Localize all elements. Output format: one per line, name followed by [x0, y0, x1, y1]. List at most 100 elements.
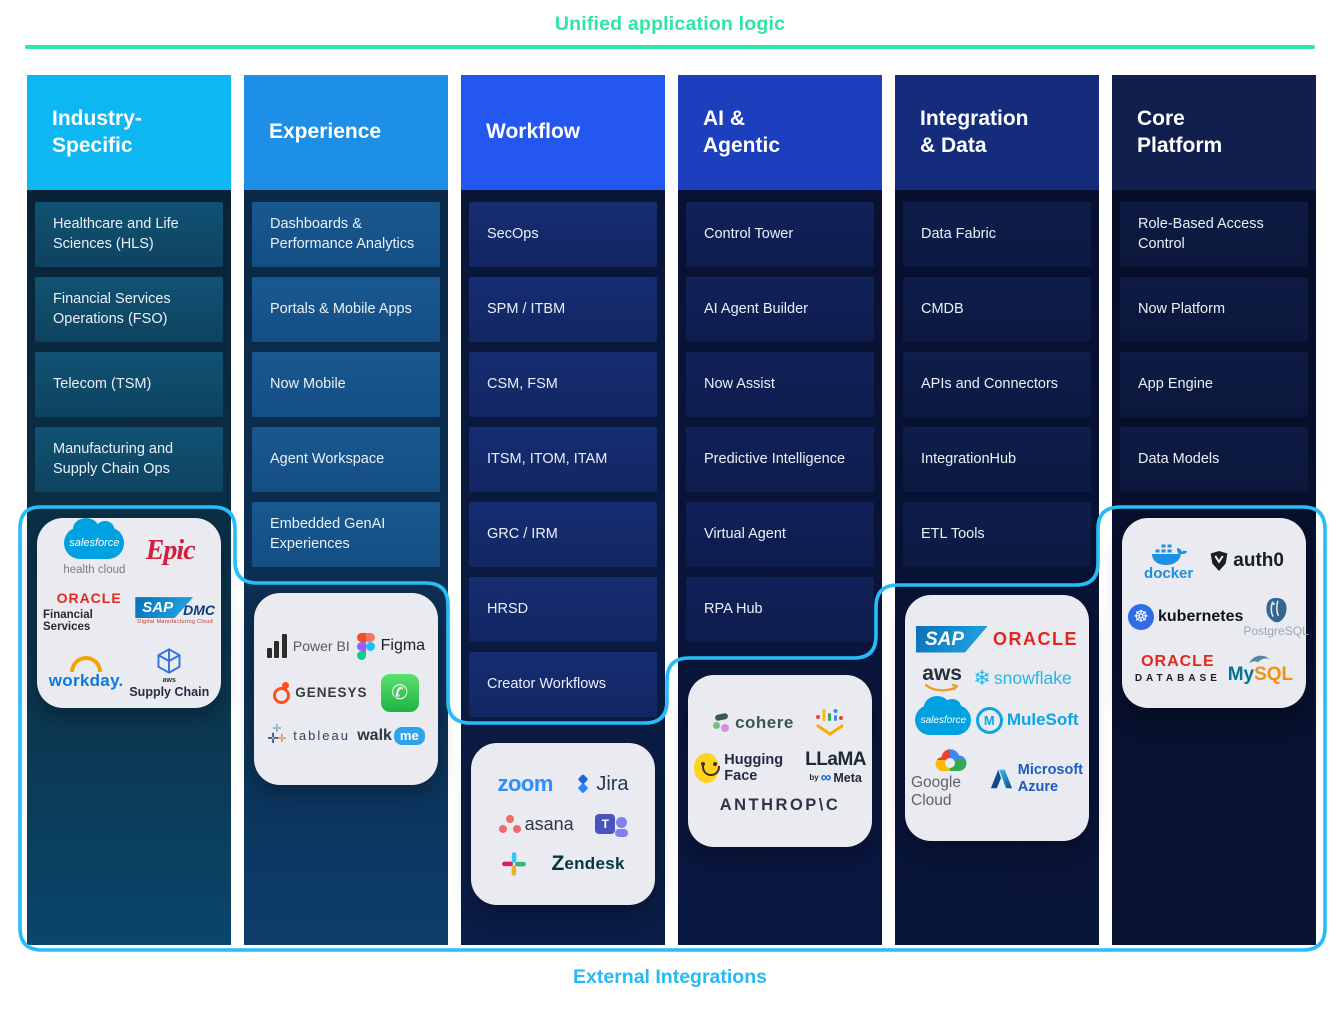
workday-arc-icon — [70, 655, 103, 672]
integration-logos-box: zoom Jira — [471, 743, 655, 905]
capability-box: ETL Tools — [903, 502, 1091, 567]
capability-box: Agent Workspace — [252, 427, 440, 492]
genesys-logo: GENESYS — [273, 681, 367, 704]
capability-box: Now Mobile — [252, 352, 440, 417]
column-header: AI & Agentic — [678, 75, 882, 190]
snowflake-logo: snowflake — [973, 668, 1072, 689]
jira-logo: Jira — [573, 773, 629, 796]
header-line: Specific — [52, 133, 133, 157]
header-line: Experience — [269, 120, 382, 144]
meta-infinity-icon: ∞ — [820, 769, 832, 786]
capability-box: CSM, FSM — [469, 352, 657, 417]
google-cloud-logo: Google Cloud — [911, 747, 989, 810]
capability-box: APIs and Connectors — [903, 352, 1091, 417]
header-line: Industry- — [52, 107, 142, 131]
column-body: Healthcare and Life Sciences (HLS) Finan… — [27, 190, 231, 945]
power-bi-icon — [266, 634, 287, 658]
oracle-database-logo: ORACLE DATABASE — [1134, 653, 1221, 684]
capability-box: Role-Based Access Control — [1120, 202, 1308, 267]
microsoft-teams-icon — [595, 811, 629, 837]
microsoft-azure-logo: Microsoft Azure — [989, 762, 1083, 795]
column-integration-data: Integration & Data Data Fabric CMDB APIs… — [895, 75, 1099, 945]
capability-box: Data Fabric — [903, 202, 1091, 267]
cohere-icon — [713, 712, 731, 733]
column-workflow: Workflow SecOps SPM / ITBM CSM, FSM ITSM… — [461, 75, 665, 945]
mulesoft-logo: M MuleSoft — [975, 706, 1079, 734]
integration-logos-box: docker auth0 kubern — [1122, 518, 1309, 708]
column-industry-specific: Industry- Specific Healthcare and Life S… — [27, 75, 231, 945]
google-cloud-icon — [935, 749, 967, 772]
capability-box: IntegrationHub — [903, 427, 1091, 492]
capability-box: Embedded GenAI Experiences — [252, 502, 440, 567]
postgresql-elephant-icon — [1266, 597, 1287, 622]
capability-box: Telecom (TSM) — [35, 352, 223, 417]
capability-box: HRSD — [469, 577, 657, 642]
header-line: AI & — [703, 107, 745, 131]
zendesk-icon: Z — [551, 852, 565, 875]
column-header: Integration & Data — [895, 75, 1099, 190]
unified-application-logic-label: Unified application logic — [554, 13, 786, 35]
aws-supply-chain-cube-icon — [157, 647, 181, 674]
capability-box: Manufacturing and Supply Chain Ops — [35, 427, 223, 492]
capability-box: Predictive Intelligence — [686, 427, 874, 492]
external-integrations-label: External Integrations — [573, 966, 767, 988]
anthropic-logo: ANTHROP\C — [719, 796, 841, 814]
aws-logo: aws — [922, 663, 962, 694]
capability-box: GRC / IRM — [469, 502, 657, 567]
capability-box: Virtual Agent — [686, 502, 874, 567]
column-body: Data Fabric CMDB APIs and Connectors Int… — [895, 190, 1099, 945]
capability-box: ITSM, ITOM, ITAM — [469, 427, 657, 492]
column-core-platform: Core Platform Role-Based Access Control … — [1112, 75, 1316, 945]
walkme-logo: walk me — [357, 726, 425, 745]
column-body: Dashboards & Performance Analytics Porta… — [244, 190, 448, 945]
aws-supply-chain-logo: aws Supply Chain — [129, 647, 209, 700]
capability-box: Creator Workflows — [469, 652, 657, 717]
llama-meta-logo: LLaMA by ∞ Meta — [805, 749, 866, 786]
snowflake-icon — [973, 668, 991, 689]
capability-box: Financial Services Operations (FSO) — [35, 277, 223, 342]
tableau-logo: ✛✛✛ tableau — [267, 722, 350, 746]
mysql-dolphin-icon — [1249, 655, 1270, 663]
auth0-logo: auth0 — [1209, 550, 1284, 572]
capability-box: CMDB — [903, 277, 1091, 342]
columns-board: Industry- Specific Healthcare and Life S… — [27, 75, 1316, 945]
capability-box: SPM / ITBM — [469, 277, 657, 342]
column-header: Workflow — [461, 75, 665, 190]
asana-logo: asana — [498, 814, 574, 835]
capability-box: RPA Hub — [686, 577, 874, 642]
header-line: & Data — [920, 133, 987, 157]
whatsapp-icon — [380, 673, 419, 712]
salesforce-health-cloud-logo: salesforce health cloud — [63, 517, 125, 576]
cohere-logo: cohere — [713, 712, 794, 733]
mysql-logo: MySQL — [1228, 652, 1293, 686]
aws-smile-icon — [925, 684, 959, 692]
column-experience: Experience Dashboards & Performance Anal… — [244, 75, 448, 945]
docker-whale-icon — [1151, 543, 1187, 565]
workday-logo: workday. — [49, 655, 124, 691]
capability-box: AI Agent Builder — [686, 277, 874, 342]
capability-box: App Engine — [1120, 352, 1308, 417]
capability-box: Now Platform — [1120, 277, 1308, 342]
azure-icon — [990, 769, 1012, 789]
genesys-icon — [273, 681, 291, 704]
slack-icon — [502, 852, 527, 876]
header-line: Integration — [920, 107, 1029, 131]
unified-logic-rule — [25, 45, 1315, 49]
kubernetes-wheel-icon — [1128, 603, 1154, 630]
postgresql-logo: PostgreSQL — [1243, 596, 1309, 638]
zendesk-logo: Z endesk — [551, 852, 625, 875]
power-bi-logo: Power BI — [266, 634, 350, 658]
capability-box: SecOps — [469, 202, 657, 267]
zoom-logo: zoom — [497, 771, 553, 796]
capability-box: Now Assist — [686, 352, 874, 417]
column-body: Role-Based Access Control Now Platform A… — [1112, 190, 1316, 945]
figma-icon — [356, 632, 375, 660]
mulesoft-icon: M — [975, 706, 1003, 734]
oracle-financial-services-logo: ORACLE Financial Services — [43, 589, 122, 633]
jira-icon — [578, 774, 588, 793]
column-header: Experience — [244, 75, 448, 190]
kubernetes-logo: kubernetes — [1128, 603, 1243, 630]
column-ai-agentic: AI & Agentic Control Tower AI Agent Buil… — [678, 75, 882, 945]
integration-logos-box: Power BI Figma GENESYS — [254, 593, 438, 785]
